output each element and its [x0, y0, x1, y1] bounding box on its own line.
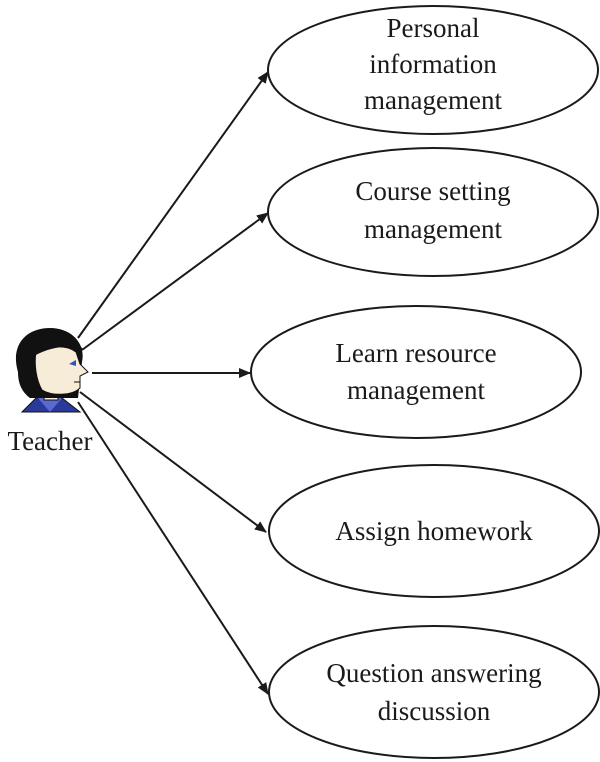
use-case-label-line: Personal — [387, 13, 480, 43]
use-case-personal-information-management: Personal information management — [267, 5, 599, 135]
association-arrow-course-setting-management — [81, 212, 269, 351]
use-case-label-line: management — [364, 85, 502, 115]
use-case-label-line: discussion — [378, 696, 491, 726]
actor-label-teacher: Teacher — [7, 426, 92, 456]
association-arrow-question-answering-discussion — [77, 401, 269, 695]
use-case-label-line: Learn resource — [335, 338, 496, 368]
use-case-label-line: Assign homework — [335, 516, 533, 546]
use-case-label-line: management — [347, 375, 485, 405]
use-case-label-line: information — [369, 49, 497, 79]
use-case-label-line: Question answering — [326, 658, 541, 688]
association-arrow-assign-homework — [79, 391, 267, 533]
use-case-label-line: management — [364, 214, 502, 244]
association-arrow-personal-information-management — [77, 71, 269, 339]
use-case-learn-resource-management: Learn resource management — [250, 305, 582, 439]
teacher-person-icon — [15, 328, 89, 413]
use-case-label-line: Course setting — [355, 176, 510, 206]
use-case-course-setting-management: Course setting management — [267, 147, 599, 277]
use-case-question-answering-discussion: Question answering discussion — [268, 625, 600, 759]
use-case-assign-homework: Assign homework — [268, 464, 600, 598]
associations — [77, 71, 269, 695]
